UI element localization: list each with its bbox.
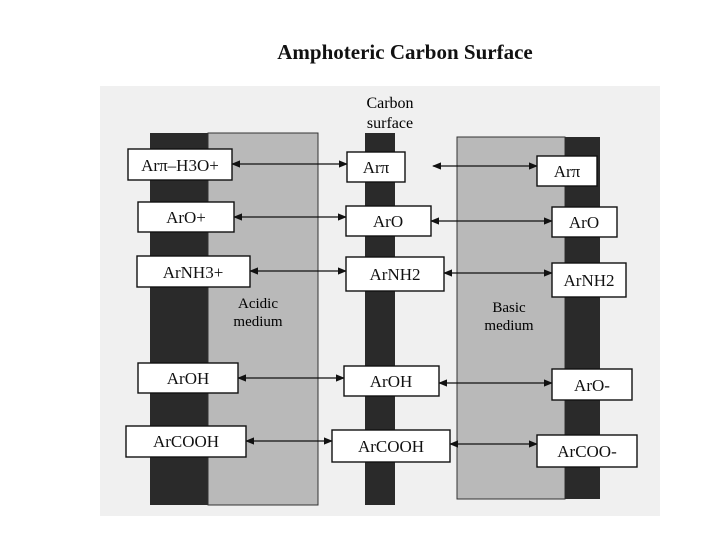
label-row-2-left: ArO+ — [166, 208, 206, 227]
label-row-5-left: ArCOOH — [153, 432, 219, 451]
label-row-3-right: ArNH2 — [564, 271, 615, 290]
box-row-3-right — [551, 262, 627, 298]
label-row-5-center: ArCOOH — [358, 437, 424, 456]
label-row-4-center: ArOH — [370, 372, 413, 391]
box-row-1-left — [127, 148, 233, 181]
label-row-2-right: ArO — [569, 213, 599, 232]
box-row-5-right — [536, 434, 638, 468]
left-medium-label-line2: medium — [233, 314, 282, 330]
box-row-1-right — [536, 155, 598, 187]
amphoteric-carbon-diagram: Carbon surface Acidic medium Basic mediu… — [100, 86, 660, 516]
box-row-2-left — [137, 201, 235, 233]
label-row-2-center: ArO — [373, 212, 403, 231]
center-label-line2: surface — [367, 115, 413, 132]
slide-title: Amphoteric Carbon Surface — [277, 40, 533, 64]
arrows — [231, 160, 553, 448]
label-row-4-left: ArOH — [167, 369, 210, 388]
right-medium-label-line1: Basic — [492, 300, 526, 316]
label-row-3-center: ArNH2 — [370, 265, 421, 284]
label-row-5-right: ArCOO- — [557, 442, 617, 461]
box-row-4-right — [551, 368, 633, 401]
box-row-3-center — [345, 256, 445, 292]
box-row-3-left — [136, 255, 251, 288]
box-row-5-left — [125, 425, 247, 458]
box-row-5-center — [331, 429, 451, 463]
label-boxes — [125, 148, 638, 468]
label-row-1-center: Arπ — [363, 158, 390, 177]
label-row-1-right: Arπ — [554, 162, 581, 181]
box-row-2-center — [345, 205, 432, 237]
box-row-4-left — [137, 362, 239, 394]
center-label-line1: Carbon — [366, 95, 413, 112]
label-row-3-left: ArNH3+ — [163, 263, 224, 282]
box-row-2-right — [551, 206, 618, 238]
label-row-1-left: Arπ–H3O+ — [141, 156, 219, 175]
left-medium-label-line1: Acidic — [238, 296, 278, 312]
label-row-4-right: ArO- — [574, 376, 610, 395]
box-row-1-center — [346, 151, 406, 183]
right-medium-label-line2: medium — [484, 318, 533, 334]
box-row-4-center — [343, 365, 440, 397]
